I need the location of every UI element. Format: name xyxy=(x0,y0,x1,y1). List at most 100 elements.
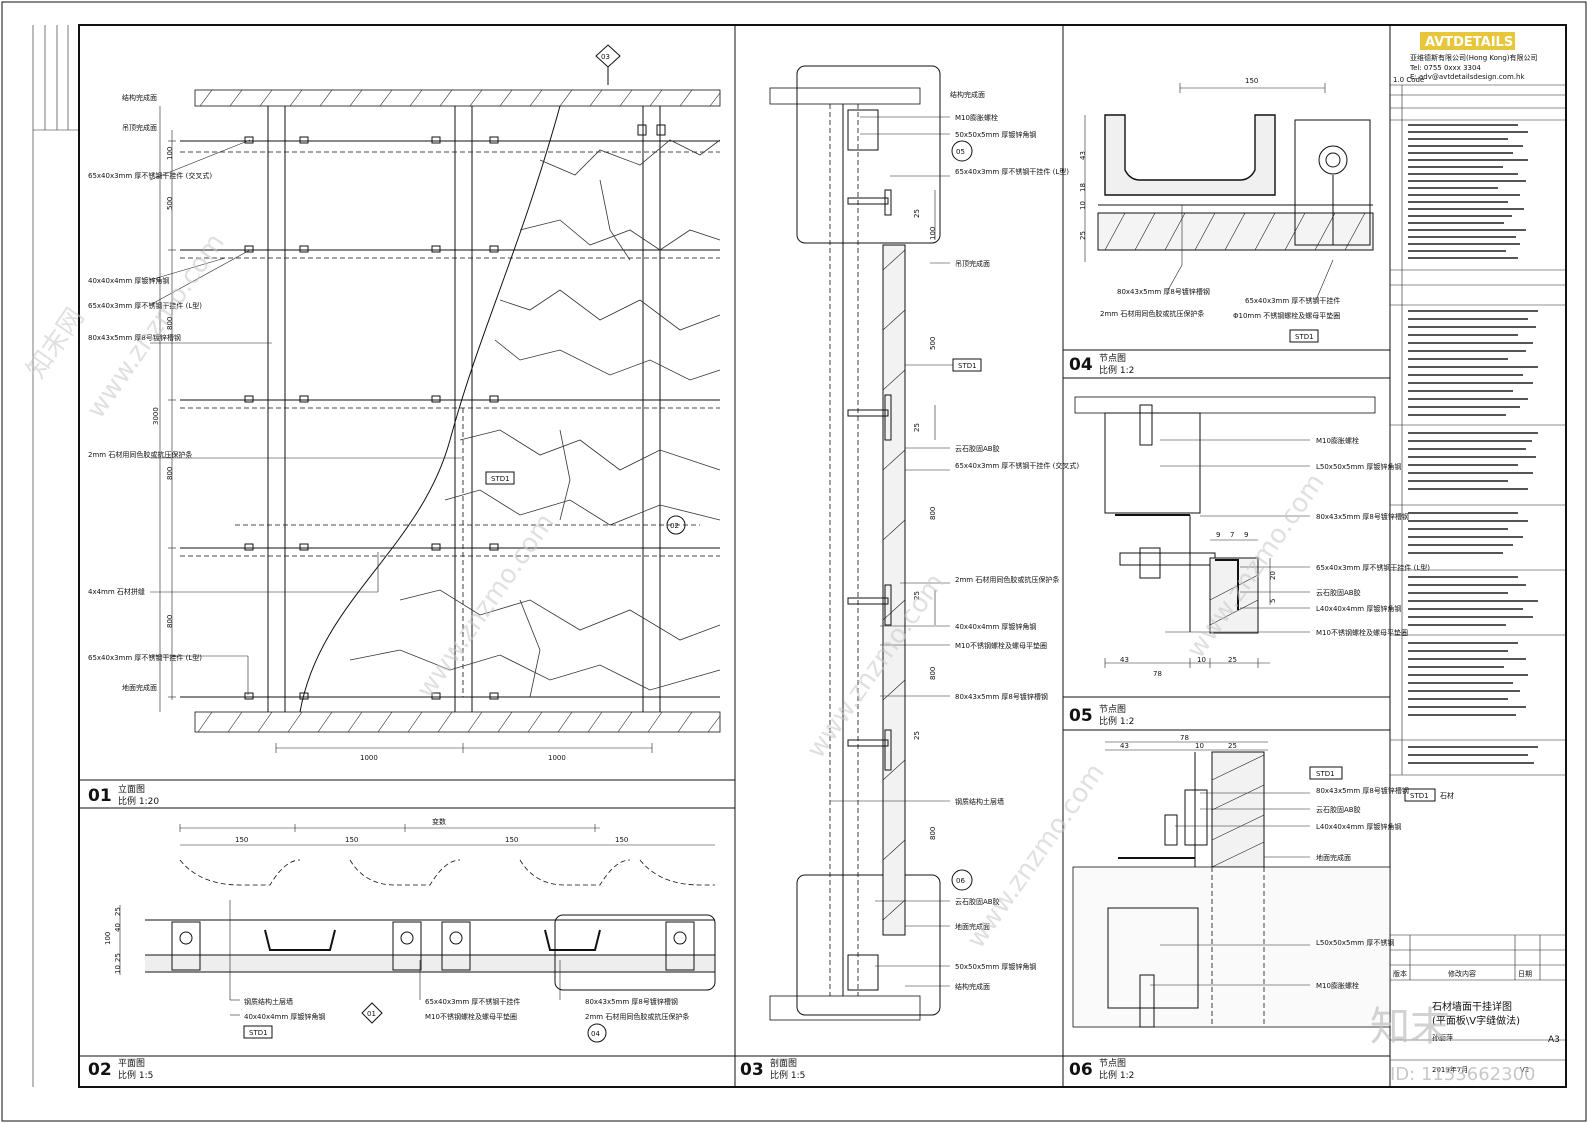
svg-text:1000: 1000 xyxy=(360,754,378,762)
svg-text:知末: 知末 xyxy=(1370,1004,1450,1050)
svg-text:10: 10 xyxy=(1079,201,1087,210)
svg-text:AVTDETAILS: AVTDETAILS xyxy=(1425,35,1513,50)
brand-logo xyxy=(1420,32,1515,50)
svg-text:剖面图: 剖面图 xyxy=(770,1057,797,1069)
svg-text:150: 150 xyxy=(505,836,518,844)
svg-text:变数: 变数 xyxy=(432,817,446,826)
svg-text:日期: 日期 xyxy=(1518,970,1532,978)
svg-text:2mm 石材用同色胶或抗压保护条: 2mm 石材用同色胶或抗压保护条 xyxy=(585,1012,689,1021)
svg-text:800: 800 xyxy=(166,467,174,480)
svg-text:01: 01 xyxy=(367,1010,376,1018)
svg-text:02: 02 xyxy=(670,522,679,530)
svg-text:L50x50x5mm 厚镀锌角钢: L50x50x5mm 厚镀锌角钢 xyxy=(1316,462,1401,471)
svg-text:M10膨胀螺栓: M10膨胀螺栓 xyxy=(1316,436,1359,445)
svg-text:比例 1:2: 比例 1:2 xyxy=(1099,1069,1134,1081)
svg-text:地面完成面: 地面完成面 xyxy=(1316,853,1351,862)
svg-text:石材: 石材 xyxy=(1440,791,1454,800)
svg-text:78: 78 xyxy=(1153,670,1162,678)
svg-text:7: 7 xyxy=(1230,531,1234,539)
svg-text:比例 1:2: 比例 1:2 xyxy=(1099,715,1134,727)
svg-text:吊顶完成面: 吊顶完成面 xyxy=(122,123,157,132)
svg-text:比例 1:5: 比例 1:5 xyxy=(770,1069,805,1081)
svg-text:3000: 3000 xyxy=(152,407,160,425)
svg-text:平面图: 平面图 xyxy=(118,1058,145,1069)
svg-text:800: 800 xyxy=(166,615,174,628)
svg-text:亚维德斯有限公司(Hong Kong)有限公司: 亚维德斯有限公司(Hong Kong)有限公司 xyxy=(1410,53,1538,62)
svg-text:www.znzmo.com: www.znzmo.com xyxy=(81,228,231,424)
svg-text:4x4mm 石材拼缝: 4x4mm 石材拼缝 xyxy=(88,587,145,596)
svg-text:M10不锈钢螺栓及螺母平垫圈: M10不锈钢螺栓及螺母平垫圈 xyxy=(425,1012,517,1021)
svg-text:25: 25 xyxy=(913,423,921,432)
svg-text:云石胶固AB胶: 云石胶固AB胶 xyxy=(1316,588,1361,597)
svg-text:80x43x5mm 厚8号镀锌槽钢: 80x43x5mm 厚8号镀锌槽钢 xyxy=(955,692,1048,701)
svg-text:05: 05 xyxy=(1069,706,1093,726)
node-05-drawing: 43 10 25 78 9 7 9 20 5 M10膨胀螺栓 L50x50x5m… xyxy=(1074,396,1430,678)
svg-text:80x43x5mm 厚8号镀锌槽钢: 80x43x5mm 厚8号镀锌槽钢 xyxy=(1117,287,1210,296)
svg-text:25: 25 xyxy=(114,953,122,962)
svg-text:80x43x5mm 厚8号镀锌槽钢: 80x43x5mm 厚8号镀锌槽钢 xyxy=(88,333,181,342)
svg-text:M10膨胀螺栓: M10膨胀螺栓 xyxy=(1316,981,1359,990)
svg-text:STD1: STD1 xyxy=(1410,792,1429,800)
svg-text:800: 800 xyxy=(929,667,937,680)
svg-text:STD1: STD1 xyxy=(491,475,510,483)
svg-text:M10不锈钢螺栓及螺母平垫圈: M10不锈钢螺栓及螺母平垫圈 xyxy=(955,641,1047,650)
svg-text:钢质结构土层墙: 钢质结构土层墙 xyxy=(955,797,1004,806)
svg-text:9: 9 xyxy=(1244,531,1248,539)
svg-text:78: 78 xyxy=(1180,734,1189,742)
svg-text:65x40x3mm 厚不锈钢干挂件 (交叉式): 65x40x3mm 厚不锈钢干挂件 (交叉式) xyxy=(88,171,212,180)
svg-text:80x43x5mm 厚8号镀锌槽钢: 80x43x5mm 厚8号镀锌槽钢 xyxy=(1316,786,1409,795)
panel-label-01: 01 立面图 比例 1:20 xyxy=(88,783,159,807)
svg-text:STD1: STD1 xyxy=(1295,333,1314,341)
svg-text:1000: 1000 xyxy=(548,754,566,762)
plan-drawing: 变数 150 150 150 150 25 40 100 25 xyxy=(104,817,716,1043)
svg-text:10: 10 xyxy=(1195,742,1204,750)
svg-text:版本: 版本 xyxy=(1393,969,1407,978)
svg-text:65x40x3mm 厚不锈钢干挂件 (L型): 65x40x3mm 厚不锈钢干挂件 (L型) xyxy=(955,167,1069,176)
svg-text:43: 43 xyxy=(1120,656,1129,664)
svg-text:2019年7月: 2019年7月 xyxy=(1432,1065,1468,1074)
node-04-drawing: 150 43 18 10 25 80x43x5mm 厚8号镀锌槽钢 2 xyxy=(1079,77,1374,343)
svg-text:01: 01 xyxy=(88,786,112,806)
svg-text:地面完成面: 地面完成面 xyxy=(955,922,990,931)
svg-text:比例 1:20: 比例 1:20 xyxy=(118,795,159,807)
material-tag xyxy=(1404,788,1436,802)
svg-text:25: 25 xyxy=(1228,742,1237,750)
svg-text:孙丽萍: 孙丽萍 xyxy=(1432,1033,1453,1042)
svg-text:www.znzmo.com: www.znzmo.com xyxy=(411,508,561,704)
svg-text:10: 10 xyxy=(1197,656,1206,664)
svg-text:Tel: 0755 0xxx 3304: Tel: 0755 0xxx 3304 xyxy=(1409,64,1481,72)
svg-text:25: 25 xyxy=(913,731,921,740)
svg-text:02: 02 xyxy=(88,1060,112,1080)
svg-text:100: 100 xyxy=(166,147,174,160)
svg-text:04: 04 xyxy=(591,1030,600,1038)
svg-text:800: 800 xyxy=(929,507,937,520)
svg-text:ID: 1153662300: ID: 1153662300 xyxy=(1390,1064,1535,1085)
svg-text:L40x40x4mm 厚镀锌角钢: L40x40x4mm 厚镀锌角钢 xyxy=(1316,604,1401,613)
svg-text:25: 25 xyxy=(913,591,921,600)
svg-text:25: 25 xyxy=(1228,656,1237,664)
panel-label-03: 03 剖面图 比例 1:5 xyxy=(740,1057,805,1081)
svg-text:A3: A3 xyxy=(1548,1035,1560,1045)
svg-text:吊顶完成面: 吊顶完成面 xyxy=(955,259,990,268)
revision-table xyxy=(1390,934,1566,1061)
elevation-drawing: 02 03 STD1 100 500 800 3000 800 800 1000… xyxy=(88,44,721,762)
node-06-drawing: 78 43 10 25 STD1 80x43x5mm 厚8号镀锌槽钢 云石胶固A xyxy=(1072,734,1409,1028)
svg-text:比例 1:5: 比例 1:5 xyxy=(118,1069,153,1081)
svg-text:800: 800 xyxy=(166,317,174,330)
general-notes xyxy=(1390,85,1566,776)
svg-text:STD1: STD1 xyxy=(958,362,977,370)
svg-text:65x40x3mm 厚不锈钢干挂件 (L型): 65x40x3mm 厚不锈钢干挂件 (L型) xyxy=(1316,563,1430,572)
panel-label-06: 06 节点图 比例 1:2 xyxy=(1069,1058,1134,1081)
svg-text:10: 10 xyxy=(114,965,122,974)
svg-text:V2: V2 xyxy=(1520,1066,1529,1074)
svg-text:65x40x3mm 厚不锈钢干挂件 (L型): 65x40x3mm 厚不锈钢干挂件 (L型) xyxy=(88,653,202,662)
svg-text:50x50x5mm 厚镀锌角钢: 50x50x5mm 厚镀锌角钢 xyxy=(955,962,1036,971)
svg-text:云石胶固AB胶: 云石胶固AB胶 xyxy=(955,897,1000,906)
svg-text:结构完成面: 结构完成面 xyxy=(950,90,985,99)
svg-text:节点图: 节点图 xyxy=(1099,353,1126,364)
svg-text:节点图: 节点图 xyxy=(1099,704,1126,715)
panel-label-02: 02 平面图 比例 1:5 xyxy=(88,1058,153,1081)
svg-text:150: 150 xyxy=(345,836,358,844)
svg-text:25: 25 xyxy=(114,907,122,916)
